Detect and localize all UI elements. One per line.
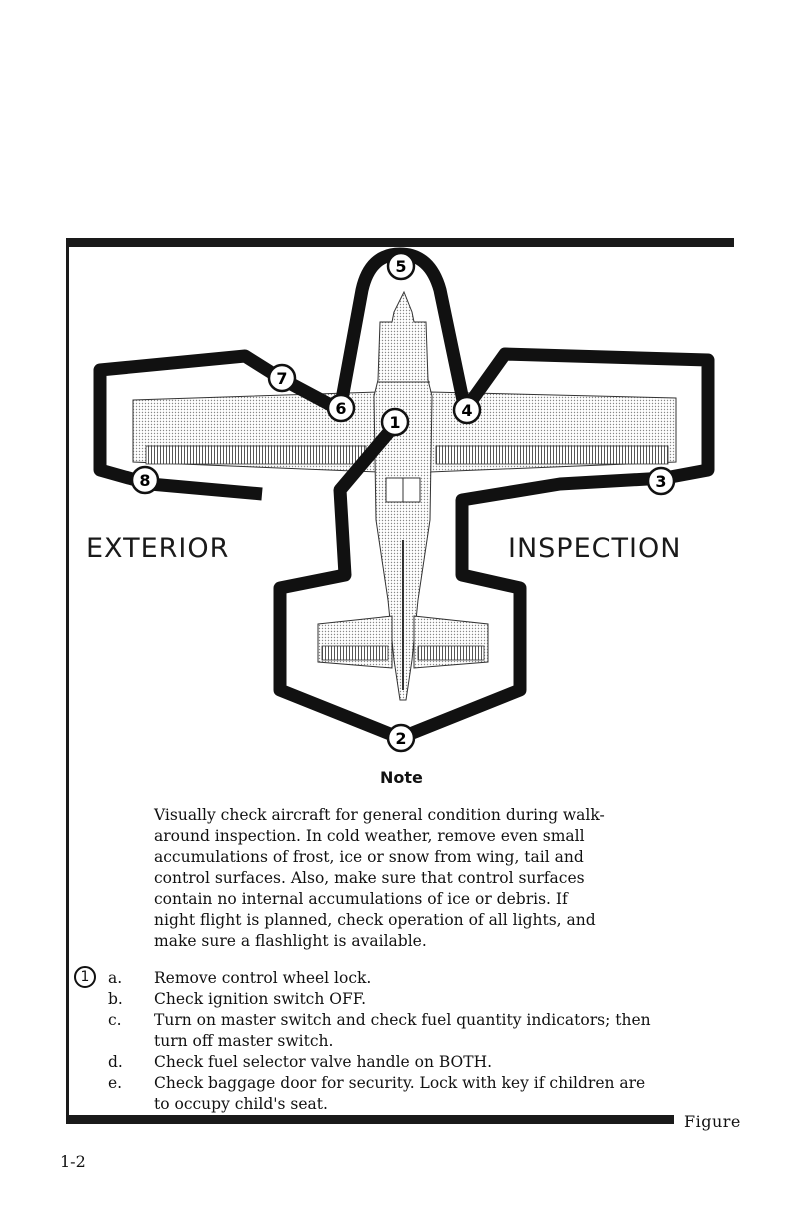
item-text: Check ignition switch OFF. [154,989,728,1010]
item-letter: c. [108,1011,122,1029]
item-line: Turn on master switch and check fuel qua… [154,1011,651,1029]
checklist-item: e. Check baggage door for security. Lock… [108,1073,728,1115]
page-number: 1-2 [60,1152,86,1171]
checklist-item: a. Remove control wheel lock. [108,968,728,989]
item-line: Check ignition switch OFF. [154,990,366,1008]
svg-text:3: 3 [655,472,666,491]
item-line: Remove control wheel lock. [154,969,372,987]
aircraft-silhouette [132,290,677,701]
step-marker-7: 7 [267,363,297,393]
item-letter: b. [108,990,123,1008]
item-line: Check baggage door for security. Lock wi… [154,1074,646,1092]
item-text: Remove control wheel lock. [154,968,728,989]
note-body: Visually check aircraft for general cond… [154,805,714,952]
svg-text:1: 1 [389,413,400,432]
step-marker-6: 6 [326,393,356,423]
frame-bottom-bar [66,1115,674,1124]
step-marker-1: 1 [380,407,410,437]
checklist-item: b. Check ignition switch OFF. [108,989,728,1010]
svg-text:6: 6 [335,399,346,418]
frame-top-bar [66,238,734,247]
item-text: Check fuel selector valve handle on BOTH… [154,1052,728,1073]
checklist-item: c. Turn on master switch and check fuel … [108,1010,728,1052]
item-letter: d. [108,1053,123,1071]
heading-exterior: EXTERIOR [86,533,230,564]
step-1-checklist: a. Remove control wheel lock. b. Check i… [108,968,728,1115]
svg-text:2: 2 [395,729,406,748]
figure-frame [66,238,736,1124]
frame-left-bar [66,238,69,1124]
figure-label: Figure [684,1112,741,1131]
item-line: Check fuel selector valve handle on BOTH… [154,1053,493,1071]
svg-text:5: 5 [395,257,406,276]
step-marker-4: 4 [452,395,482,425]
svg-text:4: 4 [461,401,472,420]
step-marker-2: 2 [386,723,416,753]
step-marker-3: 3 [646,466,676,496]
note-line: around inspection. In cold weather, remo… [154,827,585,845]
note-title: Note [380,768,423,787]
checklist-item: d. Check fuel selector valve handle on B… [108,1052,728,1073]
step-marker-5: 5 [386,251,416,281]
item-letter: e. [108,1074,123,1092]
step-1-marker: 1 [74,966,96,988]
note-line: contain no internal accumulations of ice… [154,890,568,908]
heading-inspection: INSPECTION [508,533,682,564]
item-text: Turn on master switch and check fuel qua… [154,1010,728,1052]
note-line: night flight is planned, check operation… [154,911,596,929]
svg-text:7: 7 [276,369,287,388]
walkaround-path [93,247,715,745]
step-marker-8: 8 [130,465,160,495]
item-line: turn off master switch. [154,1032,334,1050]
item-text: Check baggage door for security. Lock wi… [154,1073,728,1115]
note-line: make sure a flashlight is available. [154,932,427,950]
note-line: accumulations of frost, ice or snow from… [154,848,584,866]
item-line: to occupy child's seat. [154,1095,328,1113]
note-line: Visually check aircraft for general cond… [154,806,605,824]
note-line: control surfaces. Also, make sure that c… [154,869,585,887]
svg-text:8: 8 [139,471,150,490]
item-letter: a. [108,969,123,987]
